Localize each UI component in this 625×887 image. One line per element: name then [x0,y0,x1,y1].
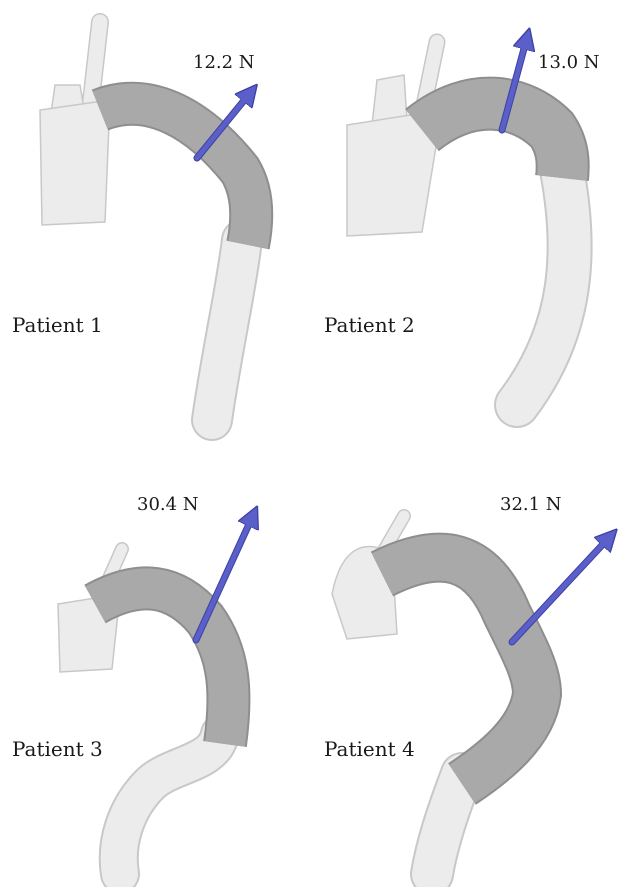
aorta-model-patient-1 [0,0,312,443]
force-value: 32.1 N [500,494,562,515]
panel-patient-3: 30.4 N Patient 3 [0,444,312,887]
force-value: 30.4 N [137,494,199,515]
aorta-model-patient-4 [312,444,624,887]
aortic-root [40,100,110,225]
patient-label: Patient 2 [324,313,415,337]
force-value: 12.2 N [193,52,255,73]
patient-label: Patient 3 [12,737,103,761]
patient-label: Patient 1 [12,313,103,337]
patient-label: Patient 4 [324,737,415,761]
panel-patient-2: 13.0 N Patient 2 [312,0,624,443]
panel-patient-4: 32.1 N Patient 4 [312,444,624,887]
panel-patient-1: 12.2 N Patient 1 [0,0,312,443]
force-value: 13.0 N [538,52,600,73]
